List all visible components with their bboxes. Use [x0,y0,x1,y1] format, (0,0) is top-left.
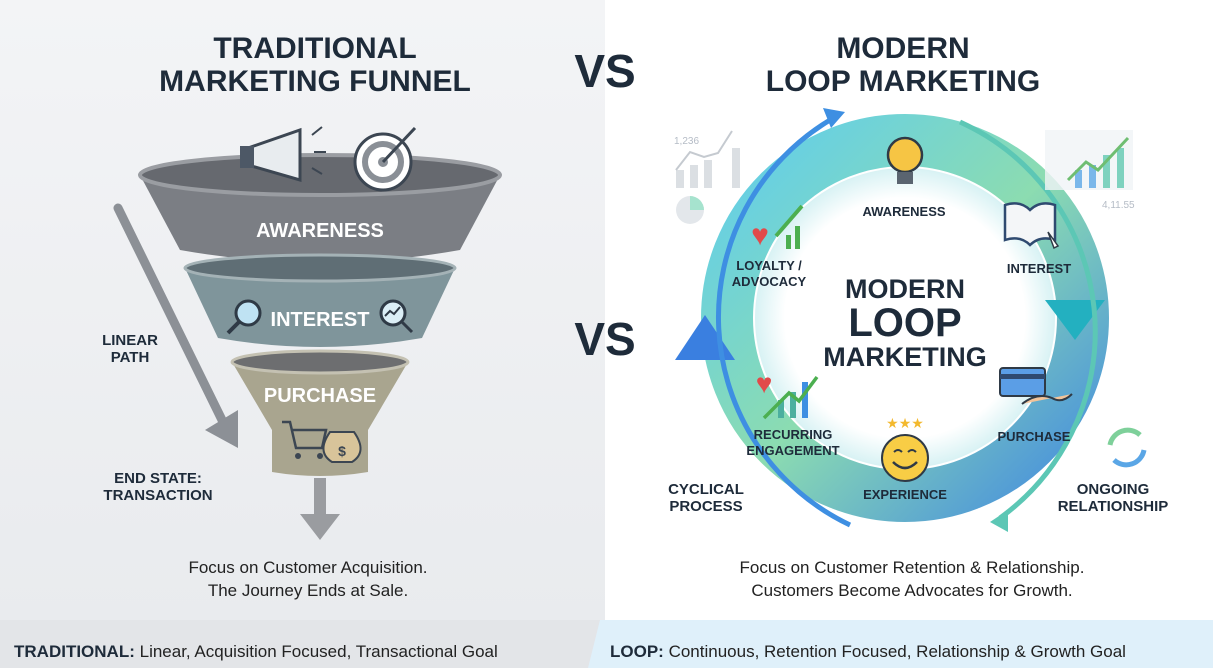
end-state-label: END STATE:TRANSACTION [103,470,212,504]
book-icon [1003,202,1060,250]
footer-text: Linear, Acquisition Focused, Transaction… [139,642,498,661]
magnifier-icon [226,299,262,335]
target-icon [353,126,417,192]
title-line: MARKETING FUNNEL [159,65,471,98]
outer-arc-left [715,117,852,528]
label-line: TRANSACTION [103,487,213,504]
ring-arrowhead [1045,300,1105,340]
label-line: PATH [110,349,150,366]
stage-awareness: AWARENESS [256,220,384,242]
label-line: ENGAGEMENT [746,443,840,458]
heart-growth-icon: ♥ [751,204,804,252]
caption-line: Customers Become Advocates for Growth. [751,581,1073,600]
vs-label-top: VS [574,45,636,97]
caption-line: Focus on Customer Retention & Relationsh… [739,558,1085,577]
footer-key: TRADITIONAL: [14,642,135,661]
footer-bar [0,620,1213,668]
loop-stage-purchase: PURCHASE [997,429,1071,444]
cart-icon [282,420,328,459]
center-line: MARKETING [823,342,987,372]
vs-label-middle: VS [574,313,636,365]
footer-text: Continuous, Retention Focused, Relations… [668,642,1126,661]
label-line: PROCESS [669,498,743,515]
center-line: MODERN [845,274,965,304]
footer-key: LOOP: [610,642,664,661]
footer-traditional: TRADITIONAL: Linear, Acquisition Focused… [14,642,498,662]
funnel-purchase [232,362,408,476]
deco-number: 1,236 [674,136,700,147]
cycle-icon [1107,427,1147,468]
svg-text:♥: ♥ [756,368,773,399]
outer-arc-right [958,119,1098,521]
loop-stage-loyalty: LOYALTY /ADVOCACY [732,258,806,290]
down-arrow-icon [300,478,340,540]
label-line: RECURRING [753,427,833,442]
funnel-interest [185,268,455,347]
megaphone-icon [240,126,326,182]
smiley-icon: ★★★ [881,415,929,482]
center-line: LOOP [848,301,962,345]
deco-chart-left [675,130,740,224]
stage-interest: INTEREST [270,309,370,331]
label-line: LOYALTY / [736,258,802,273]
svg-text:♥: ♥ [751,219,769,252]
svg-text:$: $ [338,443,346,459]
title-line: MODERN [836,32,970,65]
loop-stage-interest: INTEREST [1006,261,1072,276]
caption-line: The Journey Ends at Sale. [207,581,409,600]
caption-line: Focus on Customer Acquisition. [188,558,428,577]
funnel [138,153,502,476]
heart-chart-icon: ♥ [756,368,819,420]
svg-text:★★★: ★★★ [886,415,924,431]
loop-stage-awareness: AWARENESS [862,204,946,219]
funnel-awareness [140,175,500,263]
title-line: TRADITIONAL [213,32,417,65]
traditional-caption: Focus on Customer Acquisition. The Journe… [188,556,427,602]
loop-caption: Focus on Customer Retention & Relationsh… [740,556,1085,602]
label-line: ONGOING [1076,481,1150,498]
card-handshake-icon [999,367,1073,405]
label-line: LINEAR [102,332,158,349]
deco-number: 4,11.55 [1102,200,1135,211]
lightbulb-icon [886,136,924,184]
title-line: LOOP MARKETING [765,65,1041,98]
label-line: CYCLICAL [668,481,744,498]
footer-loop: LOOP: Continuous, Retention Focused, Rel… [610,642,1126,662]
analytics-icon [379,299,414,334]
label-line: ADVOCACY [731,274,807,289]
label-line: RELATIONSHIP [1057,498,1169,515]
loop-stage-experience: EXPERIENCE [863,487,947,502]
label-line: END STATE: [114,470,202,487]
deco-chart-right [1045,130,1133,190]
linear-path-arrow [113,203,238,448]
money-bag-icon: $ [322,431,362,463]
stage-purchase: PURCHASE [263,385,377,407]
